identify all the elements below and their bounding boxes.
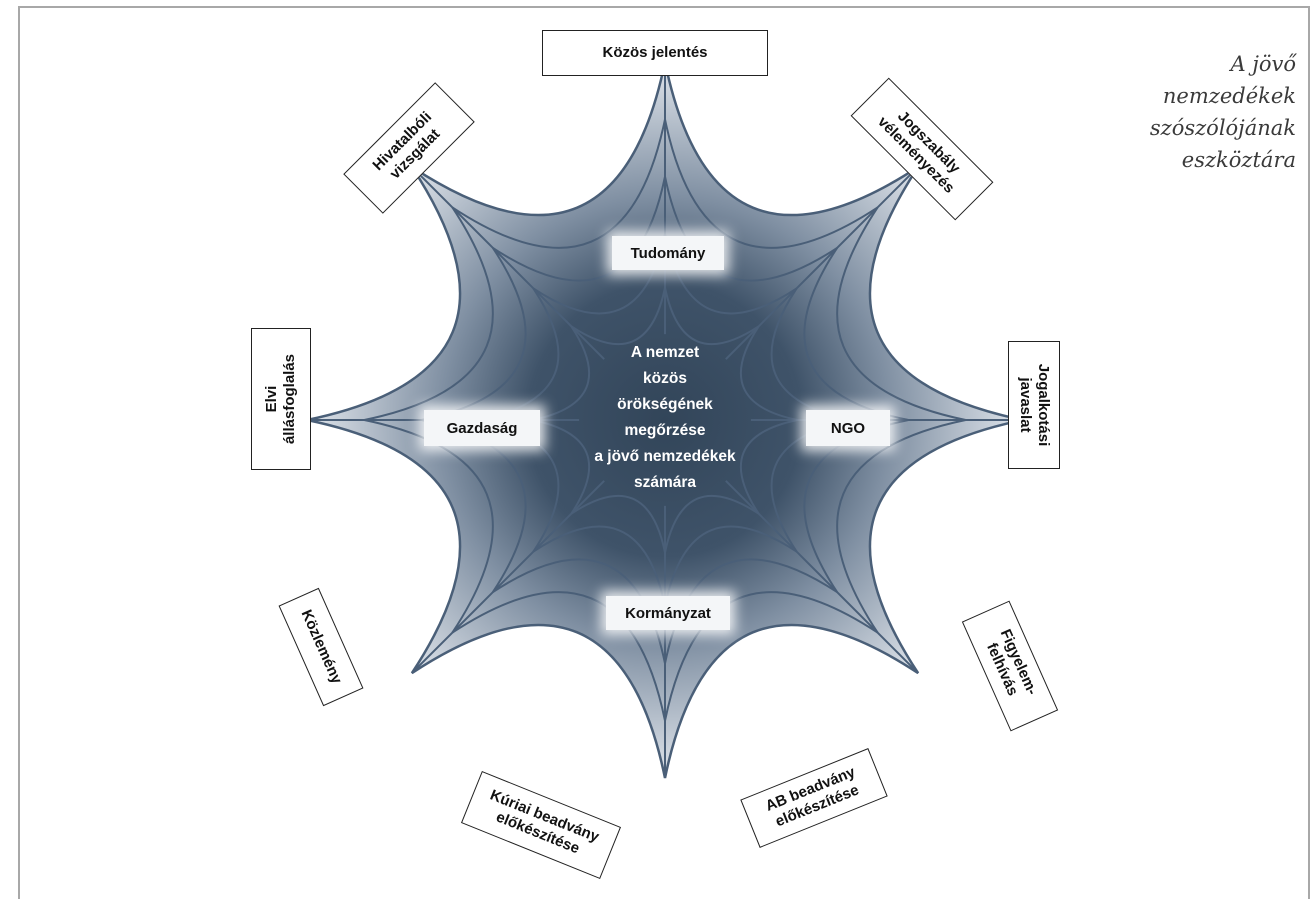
title-line-3: szószólójának: [1149, 116, 1296, 140]
web-spoke-6: [411, 480, 605, 674]
toolkit-title: A jövő nemzedékek szószólójának eszköztá…: [1056, 48, 1296, 176]
title-line-4: eszköztára: [1181, 148, 1296, 172]
pillar-tudomany: Tudomány: [612, 236, 724, 270]
web-spoke-4: [725, 480, 919, 674]
title-line-2: nemzedékek: [1162, 84, 1296, 108]
web-spoke-8: [411, 166, 605, 360]
pillar-gazdasag: Gazdaság: [424, 410, 540, 446]
center-goal-text: A nemzet közös örökségének megőrzése a j…: [594, 344, 736, 491]
title-line-1: A jövő: [1230, 52, 1296, 76]
pillar-kormanyzat: Kormányzat: [606, 596, 730, 630]
web-spoke-2: [725, 166, 919, 360]
tool-kozos-jelentes: Közös jelentés: [542, 30, 768, 76]
pillar-ngo: NGO: [806, 410, 890, 446]
